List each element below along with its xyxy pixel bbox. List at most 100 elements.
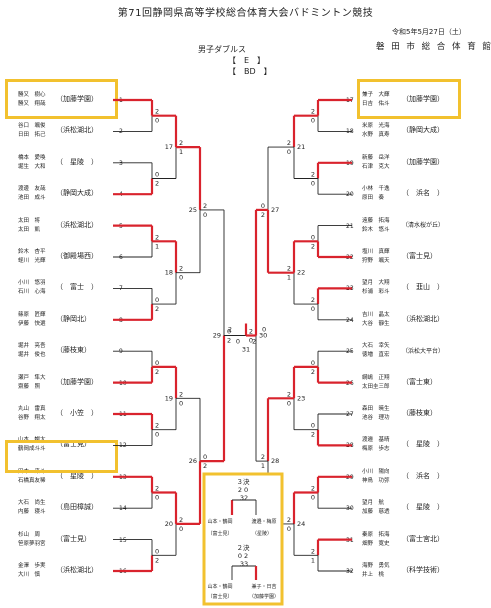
match-score: 2	[249, 328, 253, 336]
school-name: （島田樟誠）	[56, 503, 98, 512]
second-place-left-names: 山本・鶴岡	[207, 583, 232, 590]
school-name: （ 富士 ）	[56, 283, 98, 292]
third-place-number: 32	[240, 494, 248, 502]
third-place-left-names: 山本・鶴岡	[207, 518, 232, 525]
match-score: 2	[261, 453, 265, 461]
school-name: （富士見）	[402, 252, 437, 260]
player-name: 秦原 拓海	[362, 531, 390, 538]
third-place-left-school: （富士見）	[207, 530, 232, 537]
school-name: （浜松湖北）	[56, 220, 98, 229]
match-score: 0	[179, 274, 183, 282]
school-name: （ 星陵 ）	[56, 157, 98, 166]
match-number: 29	[213, 332, 221, 340]
match-number: 26	[189, 457, 197, 465]
school-name: （御殿場西）	[56, 252, 98, 260]
final-score: 2	[252, 338, 256, 346]
match-score: 0	[287, 148, 291, 156]
match-score: 0	[311, 233, 315, 241]
draw-number: 21	[346, 222, 354, 230]
player-name: 徳増 直宏	[362, 352, 390, 359]
player-name: 日田 拓己	[18, 132, 46, 139]
school-name: （ 星陵 ）	[56, 471, 98, 480]
match-score: 0	[155, 171, 159, 179]
match-score: 2	[155, 485, 159, 493]
player-name: 大石 幸矢	[362, 343, 390, 350]
match-number: 18	[165, 269, 173, 277]
player-name: 大谷 靜生	[362, 320, 390, 327]
player-name: 綱嶋 正翔	[362, 374, 390, 381]
draw-number: 24	[346, 316, 354, 324]
match-score: 2	[155, 305, 159, 313]
entry-row: 杉山 周笹原夢羽宮（富士見）15	[18, 529, 138, 551]
match-score: 2	[155, 108, 159, 116]
school-name: （浜松大平台）	[402, 347, 445, 355]
match-score: 1	[155, 242, 159, 250]
draw-number: 12	[119, 442, 127, 450]
match-score: 1	[287, 274, 291, 282]
player-name: 水野 真寿	[362, 132, 390, 139]
player-name: 橋本 愛喚	[18, 154, 46, 161]
school-name: （浜松湖北）	[402, 314, 444, 323]
player-name: 堀生 大和	[18, 163, 46, 170]
match-score: 0	[311, 494, 315, 502]
semifinal-score: 2	[228, 326, 232, 334]
draw-number: 30	[346, 505, 354, 513]
player-name: 池谷 理功	[362, 415, 390, 421]
player-name: 伊藤 快選	[18, 320, 46, 327]
match-score: 2	[203, 202, 207, 210]
player-name: 瀬戸 隼大	[18, 374, 46, 381]
player-name: 齋藤 照	[18, 383, 41, 390]
match-number: 25	[189, 206, 197, 214]
player-name: 篠原 匠輝	[18, 311, 46, 318]
player-name: 蛭川 光輝	[18, 258, 46, 264]
match-score: 0	[311, 117, 315, 125]
match-score: 2	[311, 547, 315, 555]
draw-number: 14	[119, 505, 127, 513]
match-score: 2	[179, 265, 183, 273]
final-match-number: 31	[242, 346, 250, 354]
school-name: （加藤学園）	[402, 95, 444, 103]
player-name: 梅原 歩志	[362, 446, 390, 453]
school-name: （ 小笠 ）	[56, 409, 98, 417]
player-name: 内藤 寝斗	[18, 509, 46, 516]
match-score: 2	[311, 368, 315, 376]
match-number: 21	[297, 143, 305, 151]
match-score: 0	[261, 202, 265, 210]
match-score: 2	[287, 139, 291, 147]
draw-number: 7	[119, 285, 123, 293]
match-score: 2	[311, 108, 315, 116]
player-name: 望月 航	[362, 500, 385, 507]
match-score: 1	[179, 148, 183, 156]
player-name: 鈴木 杏平	[18, 249, 46, 255]
match-score: 2	[287, 265, 291, 273]
second-place-number: 33	[240, 560, 248, 568]
second-place-score: 0 2	[238, 552, 248, 560]
player-name: 狩野 颯天	[362, 258, 390, 264]
player-name: 塩川 真輝	[362, 249, 390, 255]
match-score: 0	[155, 547, 159, 555]
player-name: 新藤 岳洋	[362, 154, 390, 161]
school-name: （加藤学園）	[56, 377, 98, 386]
match-score: 2	[155, 368, 159, 376]
entry-row: 大石 尚生内藤 寝斗 （島田樟誠） 14	[18, 497, 138, 519]
final-score: 0	[236, 338, 240, 346]
player-name: 原田 奏	[362, 195, 385, 202]
entry-row: 鈴木 杏平蛭川 光輝（御殿場西）6	[18, 246, 138, 268]
school-name: （加藤学園）	[402, 157, 444, 166]
player-name: 石川 心海	[18, 289, 46, 296]
player-name: 太田 将	[18, 217, 41, 224]
match-score: 1	[261, 462, 265, 470]
player-name: 小川 陽向	[362, 468, 390, 475]
second-place-left-school: （富士見）	[207, 593, 232, 600]
school-name: （藤枝東）	[56, 346, 91, 355]
player-name: 大石 尚生	[18, 500, 46, 507]
event-class: 【 E 】	[228, 56, 266, 65]
match-score: 2	[311, 296, 315, 304]
match-score: 0	[311, 305, 315, 313]
match-number: 30	[259, 332, 267, 340]
player-name: 太田 凱	[18, 226, 41, 233]
